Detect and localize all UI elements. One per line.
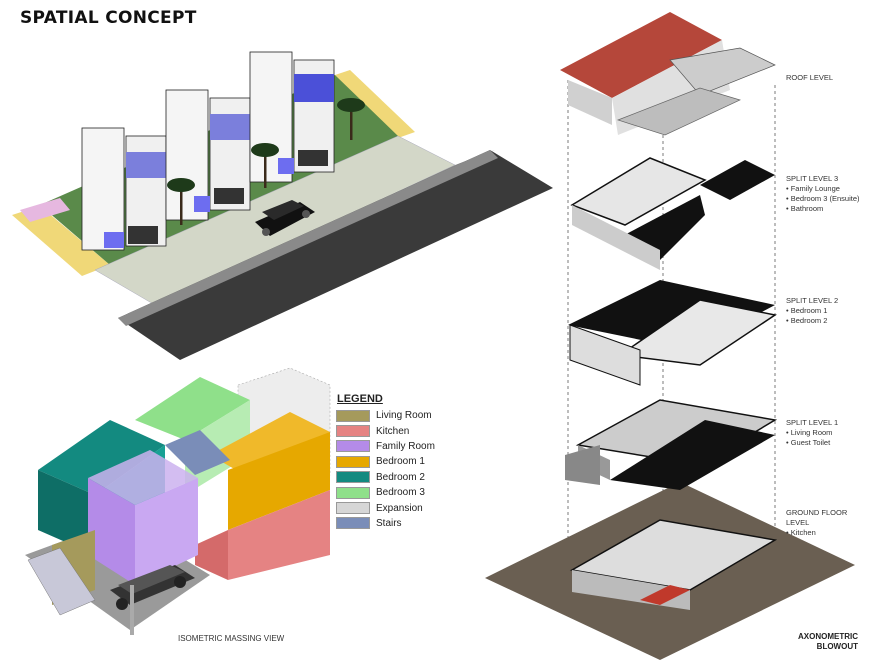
suv-car <box>255 200 315 236</box>
legend-entry: Kitchen <box>336 423 435 438</box>
level-item: Bedroom 3 (Ensuite) <box>786 194 860 204</box>
legend-swatch-bedroom-1 <box>336 455 370 468</box>
legend-entry: Expansion <box>336 500 435 515</box>
legend-label: Living Room <box>376 410 432 422</box>
road <box>118 150 553 360</box>
left-boundary-strip <box>12 206 110 276</box>
townhouse-1 <box>81 127 167 251</box>
level-label-ground: GROUND FLOOR LEVEL Kitchen <box>786 508 856 538</box>
level-title: SPLIT LEVEL 2 <box>786 296 839 305</box>
street-view <box>12 51 553 360</box>
legend-swatch-bedroom-3 <box>336 486 370 499</box>
legend-entry: Stairs <box>336 516 435 531</box>
level-item: Family Lounge <box>786 184 860 194</box>
townhouse-3 <box>249 51 335 183</box>
legend-label: Bedroom 2 <box>376 471 425 483</box>
level-item: Bedroom 1 <box>786 306 838 316</box>
legend-swatch-bedroom-2 <box>336 471 370 484</box>
stair-ghost <box>27 547 96 616</box>
level-item: Kitchen <box>786 528 856 538</box>
axonometric-caption: AXONOMETRIC BLOWOUT <box>790 632 858 652</box>
red-roof <box>560 12 722 98</box>
legend-label: Bedroom 3 <box>376 487 425 499</box>
massing-caption: ISOMETRIC MASSING VIEW <box>178 634 285 643</box>
legend-entry: Bedroom 3 <box>336 485 435 500</box>
legend-label: Expansion <box>376 502 423 514</box>
level-label-split-1: SPLIT LEVEL 1 Living Room Guest Toilet <box>786 418 838 448</box>
stairs-volume <box>165 430 230 475</box>
palm-tree-1 <box>167 178 195 225</box>
legend-swatch-expansion <box>336 502 370 515</box>
massing-view <box>25 367 331 635</box>
bedroom-1-volume <box>210 412 330 478</box>
legend-swatch-living-room <box>336 409 370 422</box>
level-item: Bedroom 2 <box>786 316 838 326</box>
kitchen-volume <box>228 490 330 580</box>
roof-level <box>560 12 776 136</box>
level-item: Living Room <box>786 428 838 438</box>
axonometric-caption-line1: AXONOMETRIC <box>798 632 858 641</box>
level-item: Bathroom <box>786 204 860 214</box>
level-label-split-3: SPLIT LEVEL 3 Family Lounge Bedroom 3 (E… <box>786 174 860 214</box>
palm-tree-3 <box>337 98 365 140</box>
legend-entry: Family Room <box>336 439 435 454</box>
ground-floor-level <box>569 519 778 610</box>
family-room-volume <box>88 450 198 505</box>
legend-label: Family Room <box>376 440 435 452</box>
legend-entry: Living Room <box>336 408 435 423</box>
legend-swatch-stairs <box>336 517 370 530</box>
bedroom-3-volume <box>135 377 250 440</box>
split-level-3 <box>570 157 775 270</box>
legend-entry: Bedroom 2 <box>336 470 435 485</box>
legend-label: Stairs <box>376 517 402 529</box>
level-title: GROUND FLOOR LEVEL <box>786 508 848 527</box>
bedroom-2-volume <box>38 420 165 495</box>
townhouse-2 <box>165 89 251 221</box>
axonometric-caption-line2: BLOWOUT <box>816 642 858 651</box>
level-item: Guest Toilet <box>786 438 838 448</box>
right-boundary-strip <box>335 70 415 138</box>
legend: LEGEND Living Room Kitchen Family Room B… <box>336 393 435 531</box>
split-level-2 <box>568 280 777 386</box>
legend-swatch-kitchen <box>336 425 370 438</box>
palm-tree-2 <box>251 143 279 188</box>
level-label-split-2: SPLIT LEVEL 2 Bedroom 1 Bedroom 2 <box>786 296 838 326</box>
legend-entry: Bedroom 1 <box>336 454 435 469</box>
legend-title: LEGEND <box>337 393 383 405</box>
level-title: SPLIT LEVEL 3 <box>786 174 839 183</box>
level-label-roof: ROOF LEVEL <box>786 73 833 83</box>
bedroom-block-blue <box>126 152 166 178</box>
level-title: ROOF LEVEL <box>786 73 834 82</box>
ground-car <box>640 585 690 605</box>
split-level-1 <box>565 399 778 490</box>
legend-swatch-family-room <box>336 440 370 453</box>
legend-label: Kitchen <box>376 425 410 437</box>
legend-label: Bedroom 1 <box>376 456 425 468</box>
axonometric-blowout <box>485 12 855 660</box>
pink-corner <box>20 198 70 222</box>
page-title: SPATIAL CONCEPT <box>20 8 197 28</box>
level-title: SPLIT LEVEL 1 <box>786 418 839 427</box>
